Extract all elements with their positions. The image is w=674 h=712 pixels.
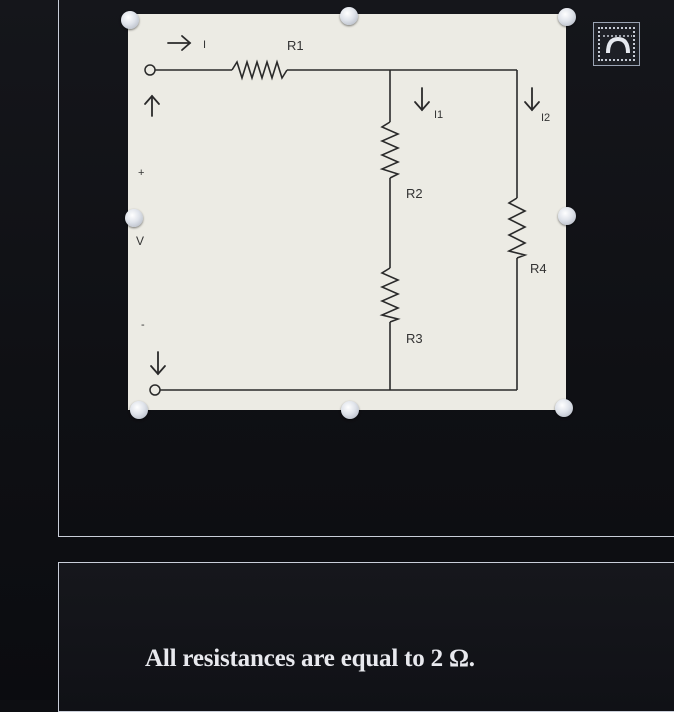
terminal-bottom [149, 384, 161, 396]
resistor-r3 [379, 267, 401, 323]
circuit-image[interactable] [128, 14, 566, 410]
caption-text: All resistances are equal to 2 Ω. [145, 645, 475, 672]
current-i1-arrow [414, 87, 430, 112]
current-i2-arrow [524, 87, 540, 112]
resize-handle-top-middle[interactable] [340, 7, 358, 25]
resize-handle-bottom-left[interactable] [130, 401, 148, 419]
voltage-minus-label: - [141, 319, 145, 331]
wrap-text-icon-arch [603, 35, 632, 54]
resistor-r1 [231, 59, 288, 81]
resistor-r1-label: R1 [287, 38, 304, 53]
current-i-label: I [203, 39, 206, 51]
voltage-plus-label: + [138, 167, 144, 179]
resize-handle-bottom-middle[interactable] [341, 401, 359, 419]
resize-handle-middle-right[interactable] [558, 207, 576, 225]
resistor-r3-label: R3 [406, 331, 423, 346]
wrap-text-icon[interactable] [593, 22, 640, 66]
resistor-r4 [506, 197, 528, 259]
resize-handle-top-right[interactable] [558, 8, 576, 26]
text-panel [58, 562, 674, 712]
current-i2-label: I2 [541, 112, 550, 124]
current-i-arrow [167, 35, 192, 51]
resize-handle-middle-left[interactable] [125, 209, 143, 227]
resize-handle-bottom-right[interactable] [555, 399, 573, 417]
image-frame-panel [58, 0, 674, 537]
voltage-v-label: V [136, 234, 144, 248]
resistor-r2-label: R2 [406, 186, 423, 201]
resistor-r2 [379, 121, 401, 179]
resistor-r4-label: R4 [530, 261, 547, 276]
resize-handle-top-left[interactable] [121, 11, 139, 29]
terminal-top [144, 64, 156, 76]
circuit-wires [155, 69, 518, 391]
input-up-arrow [144, 94, 160, 117]
output-down-arrow [150, 351, 166, 376]
wrap-text-icon-frame [598, 27, 635, 61]
current-i1-label: I1 [434, 109, 443, 121]
